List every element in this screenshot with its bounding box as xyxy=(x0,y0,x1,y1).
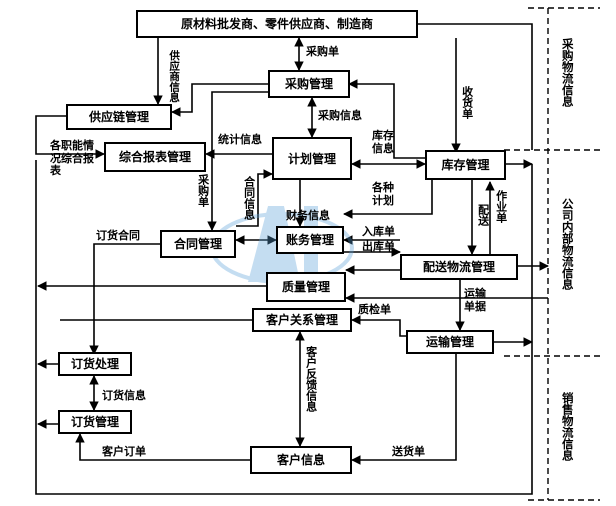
band-internal-label: 公司内部物流信息 xyxy=(560,198,575,290)
label-purchase-order-left: 采购单 xyxy=(196,174,210,207)
edge-inventory-purchasing xyxy=(348,79,426,159)
edge-transport-crm xyxy=(351,315,406,337)
node-quality: 质量管理 xyxy=(266,272,346,302)
edge-inventory-accounting xyxy=(343,180,433,219)
label-inventory-info: 库存信息 xyxy=(372,129,394,155)
label-work-order: 作业单 xyxy=(494,190,508,223)
node-order-processing: 订货处理 xyxy=(58,352,132,376)
node-contract: 合同管理 xyxy=(160,230,236,258)
node-accounting: 账务管理 xyxy=(276,226,344,254)
node-purchasing: 采购管理 xyxy=(268,70,350,98)
label-purchase-info: 采购信息 xyxy=(318,109,362,122)
label-stats-info: 统计信息 xyxy=(218,133,262,146)
edge-suppliers-right xyxy=(418,23,533,150)
label-customer-order: 客户订单 xyxy=(102,445,146,458)
node-supply-chain: 供应链管理 xyxy=(66,104,172,130)
label-receipt: 收货单 xyxy=(460,86,474,119)
edge-customerinfo-ordermgmt xyxy=(75,433,250,461)
label-customer-feedback: 客户反馈信息 xyxy=(304,346,318,412)
edge-supplychain-left xyxy=(35,115,66,140)
edge-outer-left xyxy=(35,160,533,495)
node-order-management: 订货管理 xyxy=(58,410,132,434)
label-contract-info: 合同信息 xyxy=(242,176,256,220)
edge-purchasing-supplychain xyxy=(171,83,268,117)
edge-contract-orderproc xyxy=(89,243,160,355)
node-suppliers: 原材料批发商、零件供应商、制造商 xyxy=(136,10,418,38)
label-supplier-info: 供应商信息 xyxy=(168,50,181,103)
label-order-contract: 订货合同 xyxy=(96,229,140,242)
edge-departments-report xyxy=(35,140,105,159)
label-inspection: 质检单 xyxy=(358,303,391,316)
band-purchasing-label: 采购物流信息 xyxy=(560,38,575,107)
label-outbound: 出库单 xyxy=(362,240,395,253)
label-purchase-order-top: 采购单 xyxy=(306,45,339,58)
edge-purchasing-contract xyxy=(207,91,270,231)
node-planning: 计划管理 xyxy=(272,137,352,180)
label-departments-report: 各职能情况综合报表 xyxy=(50,139,94,178)
edge-transport-customerinfo xyxy=(351,354,457,465)
label-inbound: 入库单 xyxy=(362,225,395,238)
label-various-plans: 各种计划 xyxy=(372,181,394,207)
node-inventory: 库存管理 xyxy=(425,150,506,180)
band-sales-label: 销售物流信息 xyxy=(560,392,575,461)
label-order-info: 订货信息 xyxy=(102,389,146,402)
label-distribution: 配送 xyxy=(476,204,490,226)
label-finance-info: 财务信息 xyxy=(286,209,330,222)
label-delivery-note: 送货单 xyxy=(392,445,425,458)
node-customer-info: 客户信息 xyxy=(250,446,352,474)
label-transport-doc: 运输单据 xyxy=(464,287,486,313)
node-report: 综合报表管理 xyxy=(104,142,206,172)
node-distribution: 配送物流管理 xyxy=(400,254,518,280)
node-crm: 客户关系管理 xyxy=(252,308,352,332)
node-transport: 运输管理 xyxy=(406,330,494,354)
edge-contract-planning xyxy=(236,169,273,227)
